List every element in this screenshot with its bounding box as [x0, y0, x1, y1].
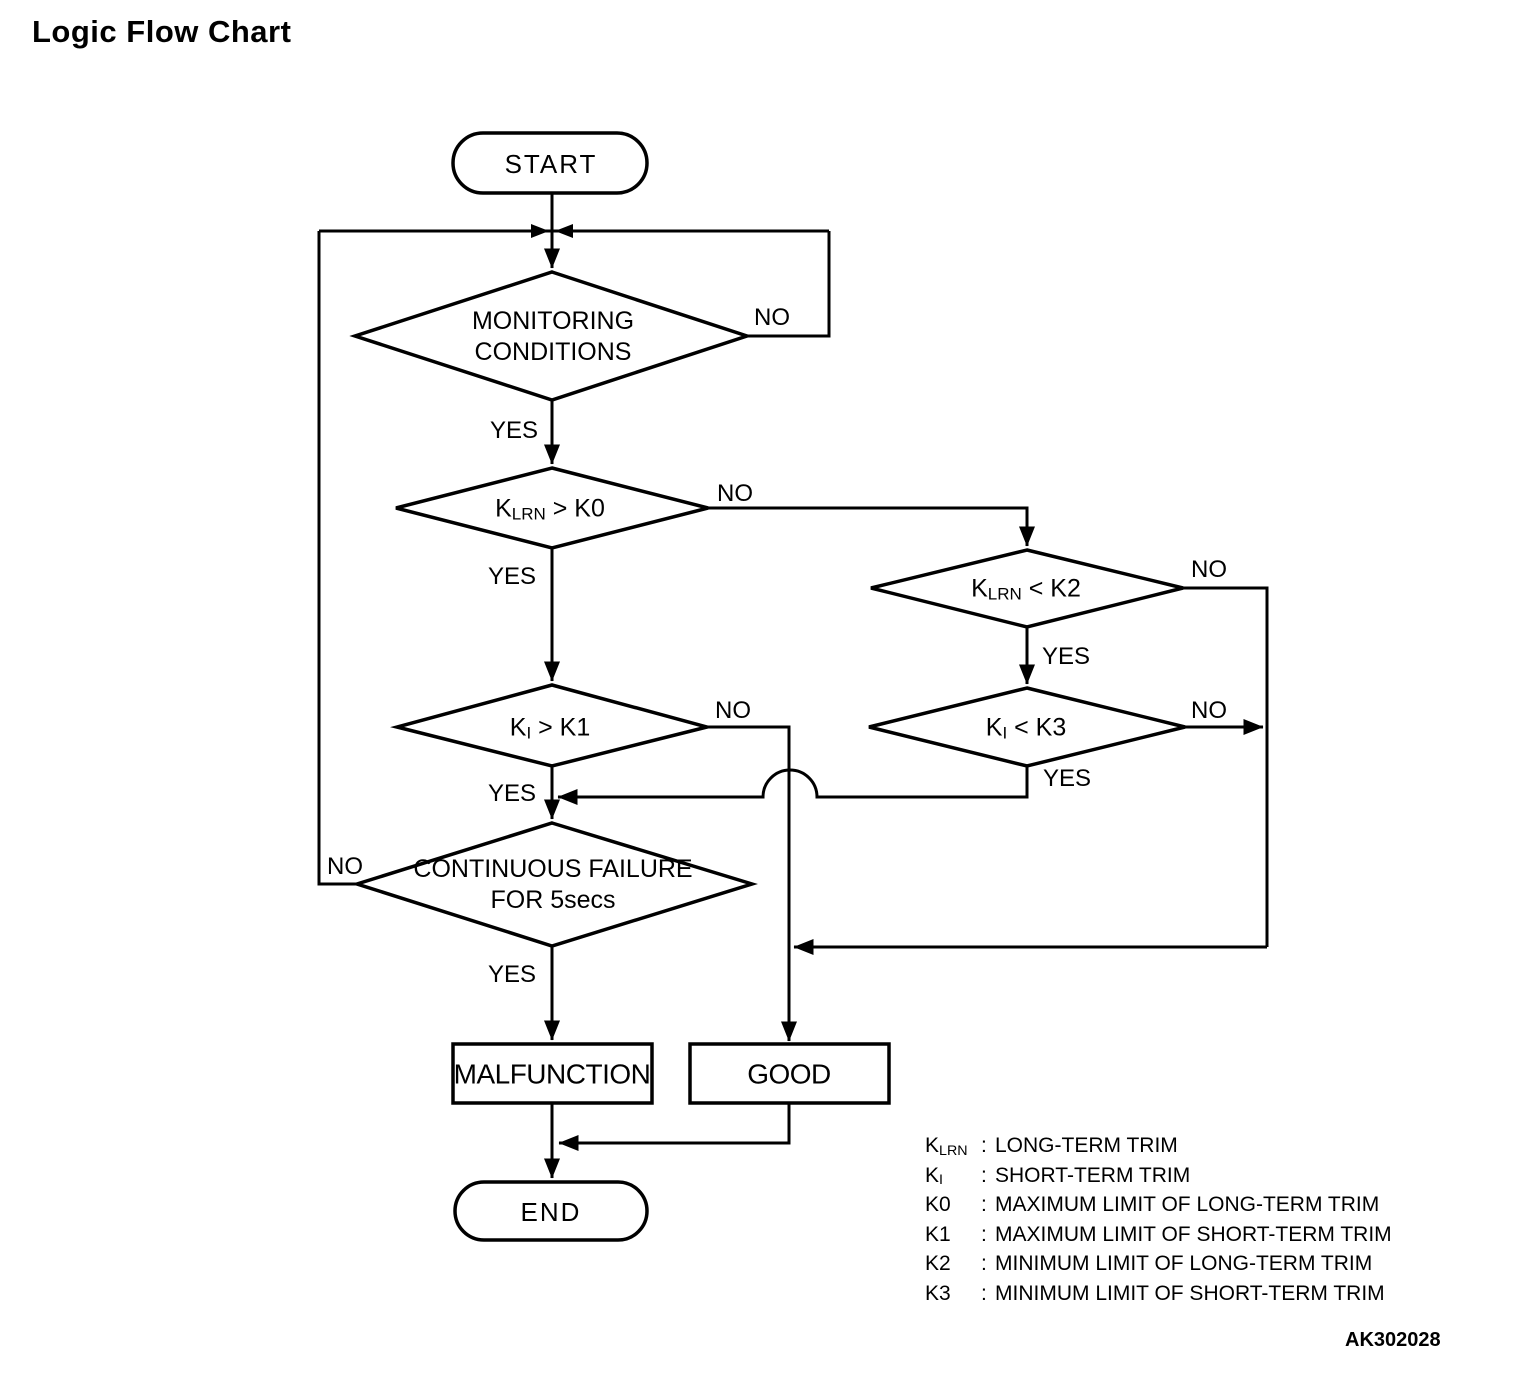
cf-yes-label: YES: [487, 961, 537, 988]
junction-arrow-left-icon: [531, 224, 549, 238]
figure-code: AK302028: [1345, 1329, 1441, 1351]
legend-term: KI: [925, 1163, 943, 1189]
legend-entry-k3: K3:MINIMUM LIMIT OF SHORT-TERM TRIM: [925, 1281, 1385, 1305]
legend-term: K1: [925, 1222, 951, 1246]
monitoring-decision-shape: [349, 270, 753, 402]
legend: KLRN:LONG-TERM TRIM KI:SHORT-TERM TRIM K…: [925, 1134, 1392, 1312]
k1-decision-shape: [390, 683, 714, 768]
legend-definition: MAXIMUM LIMIT OF SHORT-TERM TRIM: [995, 1222, 1392, 1246]
legend-term: K0: [925, 1193, 951, 1217]
good-label: GOOD: [747, 1058, 831, 1090]
legend-definition: SHORT-TERM TRIM: [995, 1163, 1191, 1187]
edge-k2-no-right-rail: [1183, 586, 1269, 947]
k2-yes-label: YES: [1041, 643, 1091, 670]
edge-k0-no: [708, 506, 1035, 547]
legend-definition: MAXIMUM LIMIT OF LONG-TERM TRIM: [995, 1193, 1380, 1217]
k3-check-label: KI < K3: [985, 713, 1067, 743]
edge-k1-no-to-good: [707, 725, 797, 1042]
k2-decision-shape: [870, 548, 1184, 629]
monitoring-label: MONITORING CONDITIONS: [471, 307, 635, 366]
k3-no-label: NO: [1191, 697, 1227, 724]
malfunction-process-shape: [451, 1042, 654, 1105]
page-title: Logic Flow Chart: [32, 14, 292, 49]
k1-yes-label: YES: [487, 780, 537, 807]
edge-monitoring-no-right-loop: [747, 231, 831, 338]
k2-no-label: NO: [1191, 556, 1227, 583]
legend-definition: MINIMUM LIMIT OF SHORT-TERM TRIM: [995, 1281, 1385, 1305]
edge-k3-yes-with-hop: [557, 766, 1029, 805]
k1-check-label: KI > K1: [509, 713, 591, 743]
edge-good-to-end-merge: [558, 1103, 791, 1151]
legend-term: KLRN: [925, 1134, 968, 1159]
k3-decision-shape: [868, 686, 1186, 768]
k0-no-label: NO: [717, 480, 753, 507]
legend-entry-k0: K0:MAXIMUM LIMIT OF LONG-TERM TRIM: [925, 1193, 1380, 1217]
end-label: END: [520, 1196, 582, 1227]
good-process-shape: [688, 1042, 891, 1105]
junction-arrow-right-icon: [555, 224, 573, 238]
start-terminal-shape: [451, 131, 649, 195]
legend-entry-ki: KI:SHORT-TERM TRIM: [925, 1163, 1191, 1189]
k0-decision-shape: [395, 466, 709, 550]
end-terminal-shape: [453, 1180, 649, 1242]
continuous-failure-decision-shape: [351, 821, 758, 948]
monitoring-yes-label: YES: [489, 417, 539, 444]
continuous-failure-label: CONTINUOUS FAILURE FOR 5secs: [413, 855, 693, 914]
legend-entry-klrn: KLRN:LONG-TERM TRIM: [925, 1134, 1178, 1159]
k1-no-label: NO: [715, 697, 751, 724]
legend-term: K3: [925, 1281, 951, 1305]
k2-check-label: KLRN < K2: [971, 574, 1081, 604]
legend-entry-k1: K1:MAXIMUM LIMIT OF SHORT-TERM TRIM: [925, 1222, 1392, 1246]
legend-term: K2: [925, 1252, 951, 1276]
k0-check-label: KLRN > K0: [495, 494, 605, 524]
cf-no-label: NO: [327, 853, 363, 880]
edge-cf-no-left-loop: [317, 231, 357, 886]
legend-entry-k2: K2:MINIMUM LIMIT OF LONG-TERM TRIM: [925, 1252, 1373, 1276]
malfunction-label: MALFUNCTION: [453, 1058, 651, 1090]
legend-definition: MINIMUM LIMIT OF LONG-TERM TRIM: [995, 1252, 1373, 1276]
k3-yes-label: YES: [1042, 765, 1092, 792]
legend-definition: LONG-TERM TRIM: [995, 1134, 1178, 1157]
start-label: START: [504, 148, 598, 179]
monitoring-no-label: NO: [754, 304, 790, 331]
k0-yes-label: YES: [487, 563, 537, 590]
